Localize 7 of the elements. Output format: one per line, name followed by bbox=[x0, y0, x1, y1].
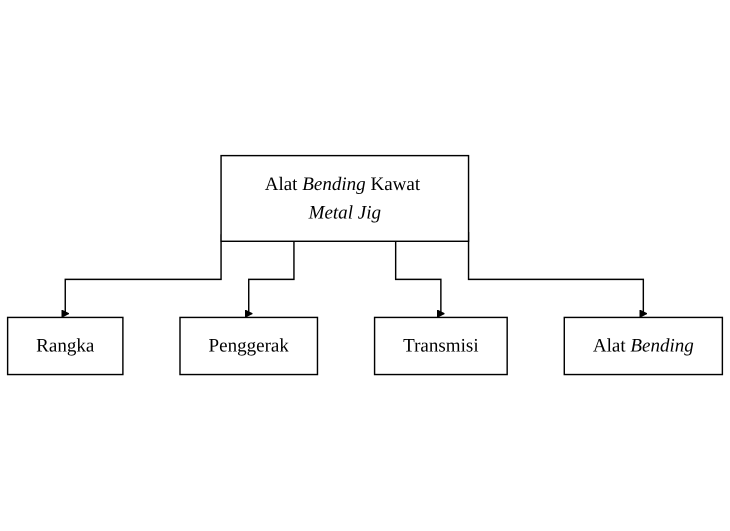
arrow bbox=[244, 242, 295, 318]
node-box: Alat Bending Kawat Metal Jig bbox=[220, 155, 470, 242]
node-box: Penggerak bbox=[179, 317, 318, 376]
arrow bbox=[394, 242, 446, 318]
node-box: Rangka bbox=[6, 317, 124, 376]
node-box: Alat Bending bbox=[564, 317, 724, 376]
node-box: Transmisi bbox=[374, 317, 508, 376]
